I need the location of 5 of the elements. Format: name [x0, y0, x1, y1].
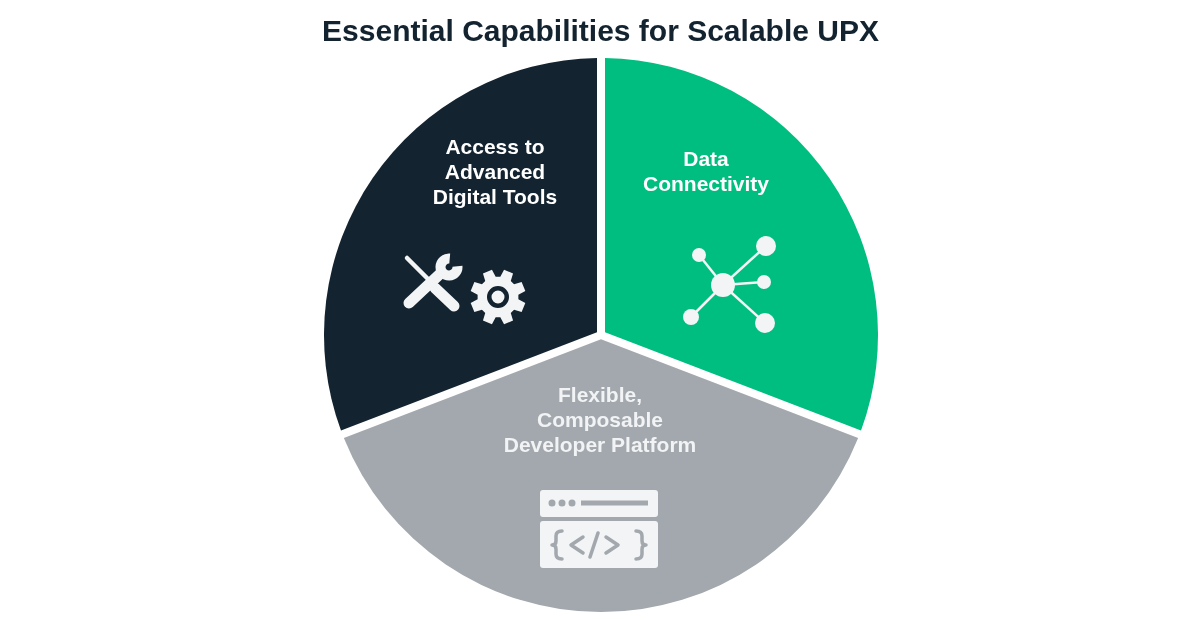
segment-label: Flexible, Composable Developer Platform [502, 382, 698, 457]
segment-label: Data Connectivity [642, 146, 770, 196]
segment-label: Access to Advanced Digital Tools [431, 134, 559, 209]
pie-segment [343, 339, 859, 612]
diagram-title: Essential Capabilities for Scalable UPX [321, 13, 880, 49]
